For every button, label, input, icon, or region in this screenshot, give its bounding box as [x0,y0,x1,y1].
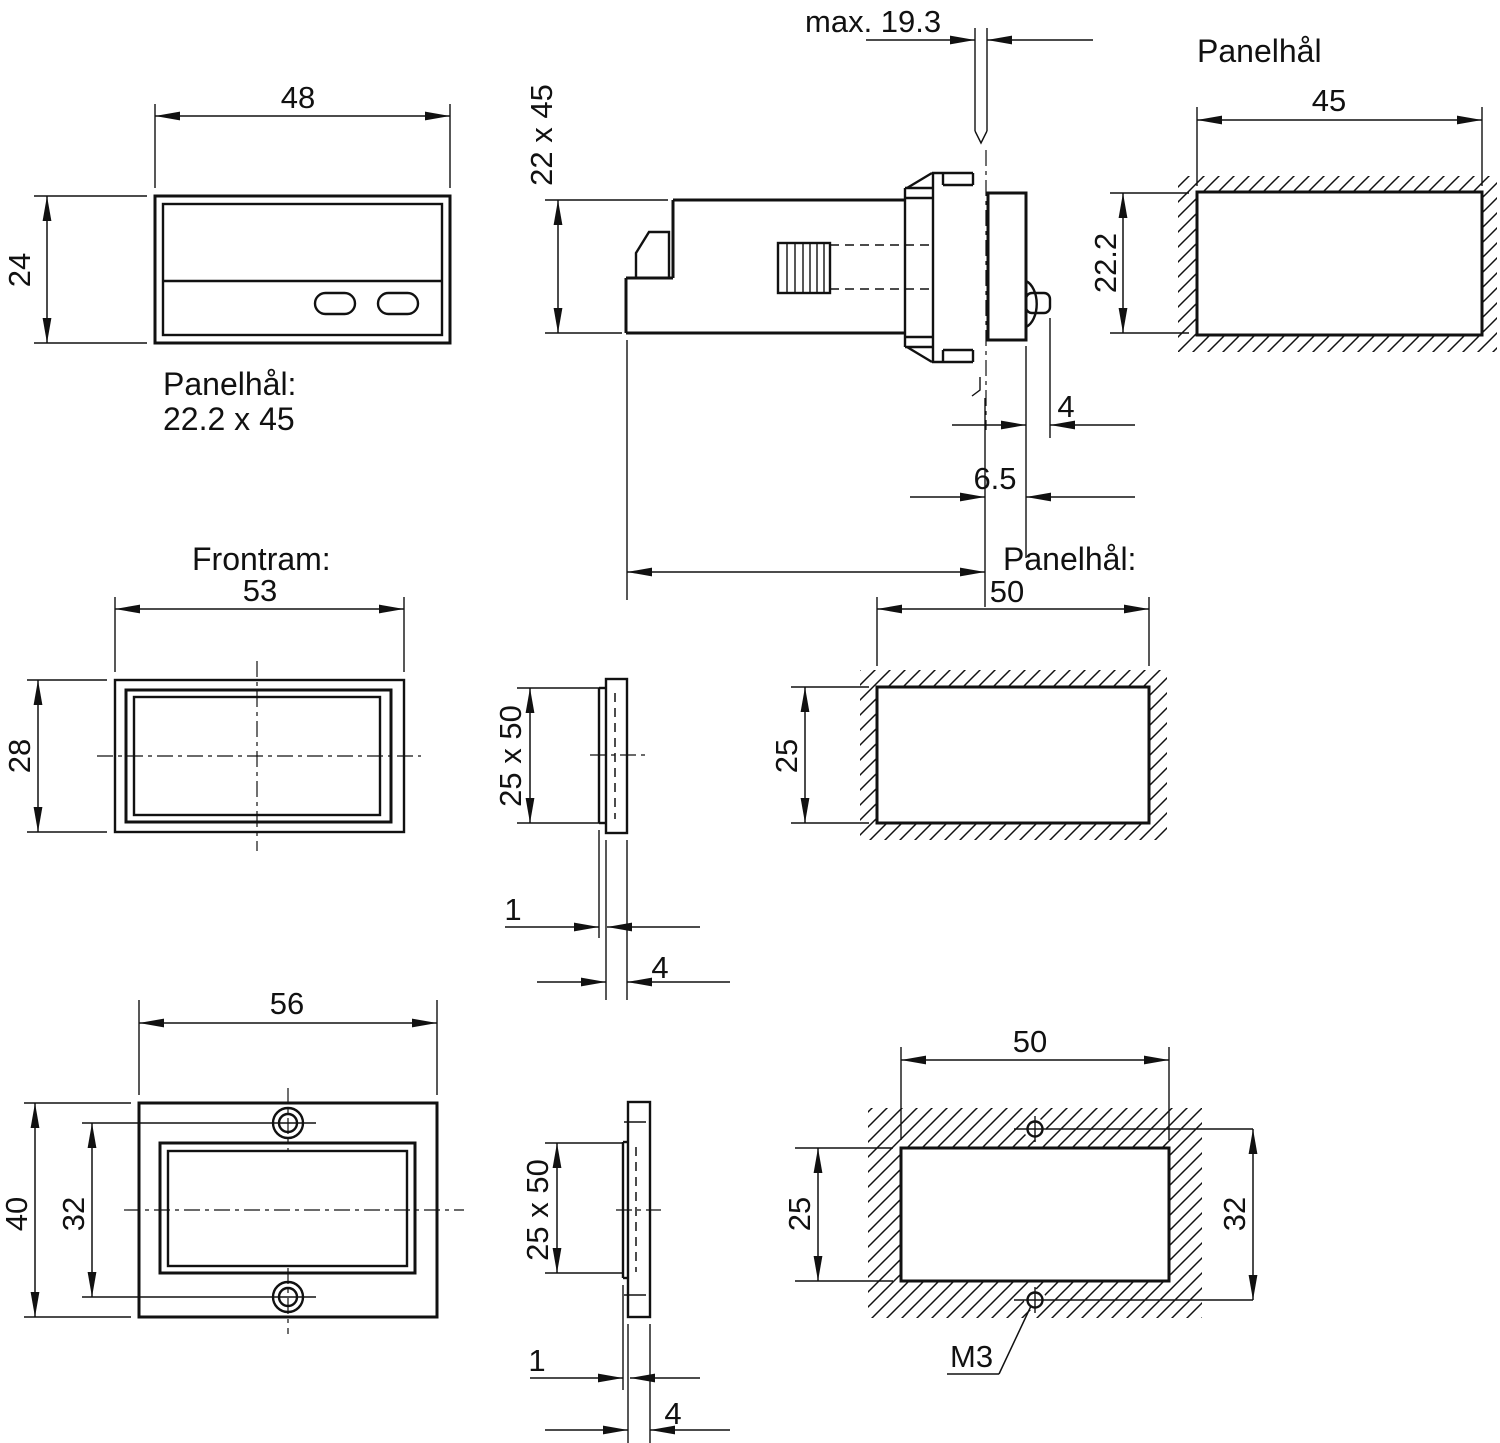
screw-frame-side-view-figure: 25 x 50 1 4 [520,1100,730,1443]
cutout [875,685,1151,825]
thread-callout-m3: M3 [947,1305,1032,1375]
dim-label: 45 [1312,83,1346,118]
stud-length-dimension: 4 [952,318,1135,558]
panel-hole-caption-2: 22.2 x 45 [163,401,295,437]
frame-side-view-figure: 25 x 50 1 4 [493,677,730,1000]
width-dimension-50: 50 [876,574,1150,666]
bezel-depth-dimension: 6.5 [910,461,1135,502]
stud-dome [1025,279,1038,329]
height-dimension-28: 28 [2,679,107,833]
m3-hole-bottom-icon [1026,1291,1044,1309]
frame-plate [604,677,629,835]
terminal-stud [1024,291,1052,315]
dim-label: 53 [243,573,277,608]
panel-hole-bottom-figure: 50 25 32 M3 [782,1024,1258,1375]
collar-threads [786,243,825,293]
dim-label: 25 [782,1197,817,1231]
button-left-icon [313,291,357,316]
dim-label: 4 [664,1396,681,1431]
screw-hole-top-icon [271,1106,305,1140]
dim-label: 25 [769,739,804,773]
width-dimension-45: 45 [1196,83,1483,186]
dim-label: 56 [270,986,304,1021]
thread-label: M3 [950,1339,993,1374]
latch-tab [634,230,671,278]
body-size-dimension: 22 x 45 [524,84,668,334]
height-dimension-40: 40 [0,1102,131,1318]
dim-label: 32 [56,1197,91,1231]
dim-label: 4 [1057,389,1074,424]
panel-hole-mid-figure: Panelhål: 50 25 [769,541,1167,840]
panel-hole-top-figure: Panelhål 45 22.2 [1088,33,1497,352]
side-view-figure: max. 19.3 22 x 45 4 6.5 [524,4,1135,607]
dim-label: 22 x 45 [524,84,559,186]
panel-sheet [971,28,988,607]
depth-dimension-4: 4 [537,950,730,987]
panel-hatch [1178,176,1497,352]
dim-label: 32 [1217,1197,1252,1231]
height-dimension-25: 25 [782,1147,893,1282]
cutout-dimension: 25 x 50 [493,687,599,824]
dim-label: 1 [528,1343,545,1378]
height-dimension-25: 25 [769,686,869,824]
window-outer [158,1141,417,1275]
cutout-dimension: 25 x 50 [520,1142,623,1274]
depth-reference-dimension [626,340,985,600]
figure-title: Panelhål [1197,33,1322,69]
height-dimension-24: 24 [2,195,147,344]
lip-dimension-1: 1 [504,830,700,1000]
width-dimension-53: 53 [114,573,405,672]
hole-spacing-dimension-32: 32 [56,1123,97,1297]
dim-label: 22.2 [1088,233,1123,293]
figure-title: Panelhål: [1003,541,1136,577]
dim-label: 50 [1013,1024,1047,1059]
button-right-icon [376,291,420,316]
dim-label: 25 x 50 [493,705,528,807]
mounting-flange [903,171,975,364]
dim-label: 1 [504,892,521,927]
panel-hole-caption-1: Panelhål: [163,366,296,402]
dim-label: 4 [651,950,668,985]
hole-spacing-dimension-32: 32 [1217,1129,1258,1300]
width-dimension-50: 50 [900,1024,1170,1140]
dim-label: 48 [281,80,315,115]
width-dimension-56: 56 [138,986,438,1095]
lip-dimension-1: 1 [528,1285,700,1443]
figure-title: Frontram: [192,541,331,577]
meter-face [161,202,444,337]
cutout [899,1146,1171,1283]
front-bezel [986,191,1028,342]
panel-hatch [860,670,1167,840]
front-frame-figure: Frontram: 53 28 [2,541,421,851]
screw-frame-figure: 56 40 32 [0,986,464,1334]
height-dimension-22-2: 22.2 [1088,192,1189,334]
width-dimension-48: 48 [154,80,451,188]
cutout [1195,190,1484,337]
dim-label: max. 19.3 [805,4,941,39]
dim-label: 40 [0,1197,34,1231]
window-inner [166,1149,409,1268]
meter-outline [153,194,452,345]
dim-label: 6.5 [973,461,1016,496]
threaded-collar [776,241,832,295]
dim-label: 28 [2,739,37,773]
front-view-figure: 48 24 Panelhål: 22.2 x 45 [2,80,452,437]
dim-label: 50 [990,574,1024,609]
dim-label: 25 x 50 [520,1159,555,1261]
max-panel-thickness-dimension: max. 19.3 [805,4,1093,45]
depth-dimension-4: 4 [545,1396,730,1435]
m3-hole-top-icon [1026,1120,1044,1138]
dim-label: 24 [2,253,37,287]
